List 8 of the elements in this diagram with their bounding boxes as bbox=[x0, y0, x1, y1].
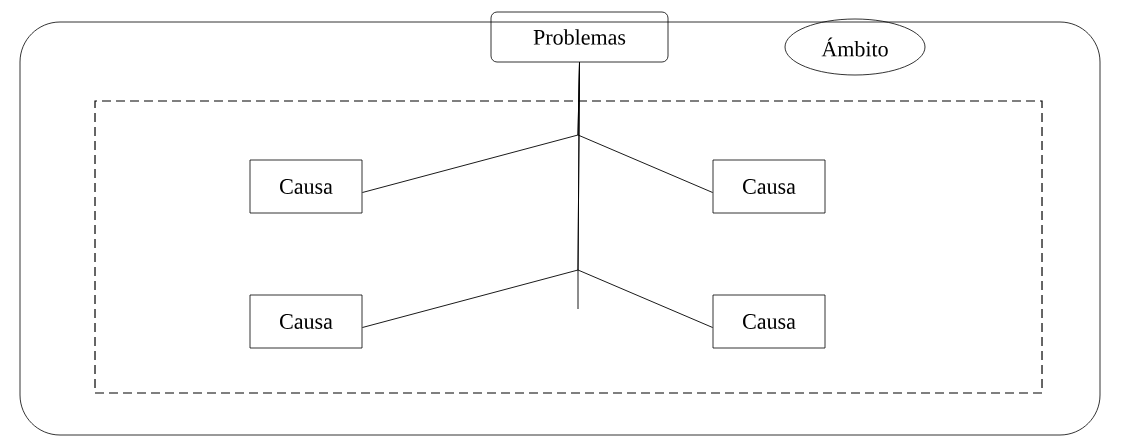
cause-box: Causa bbox=[249, 294, 363, 349]
connector-line bbox=[577, 61, 714, 328]
dashed-frame bbox=[94, 100, 1043, 394]
cause-box: Causa bbox=[712, 294, 826, 349]
cause-box: Causa bbox=[249, 159, 363, 214]
problem-box: Problemas bbox=[490, 11, 669, 63]
cause-box: Causa bbox=[712, 159, 826, 214]
scope-frame bbox=[19, 21, 1101, 436]
